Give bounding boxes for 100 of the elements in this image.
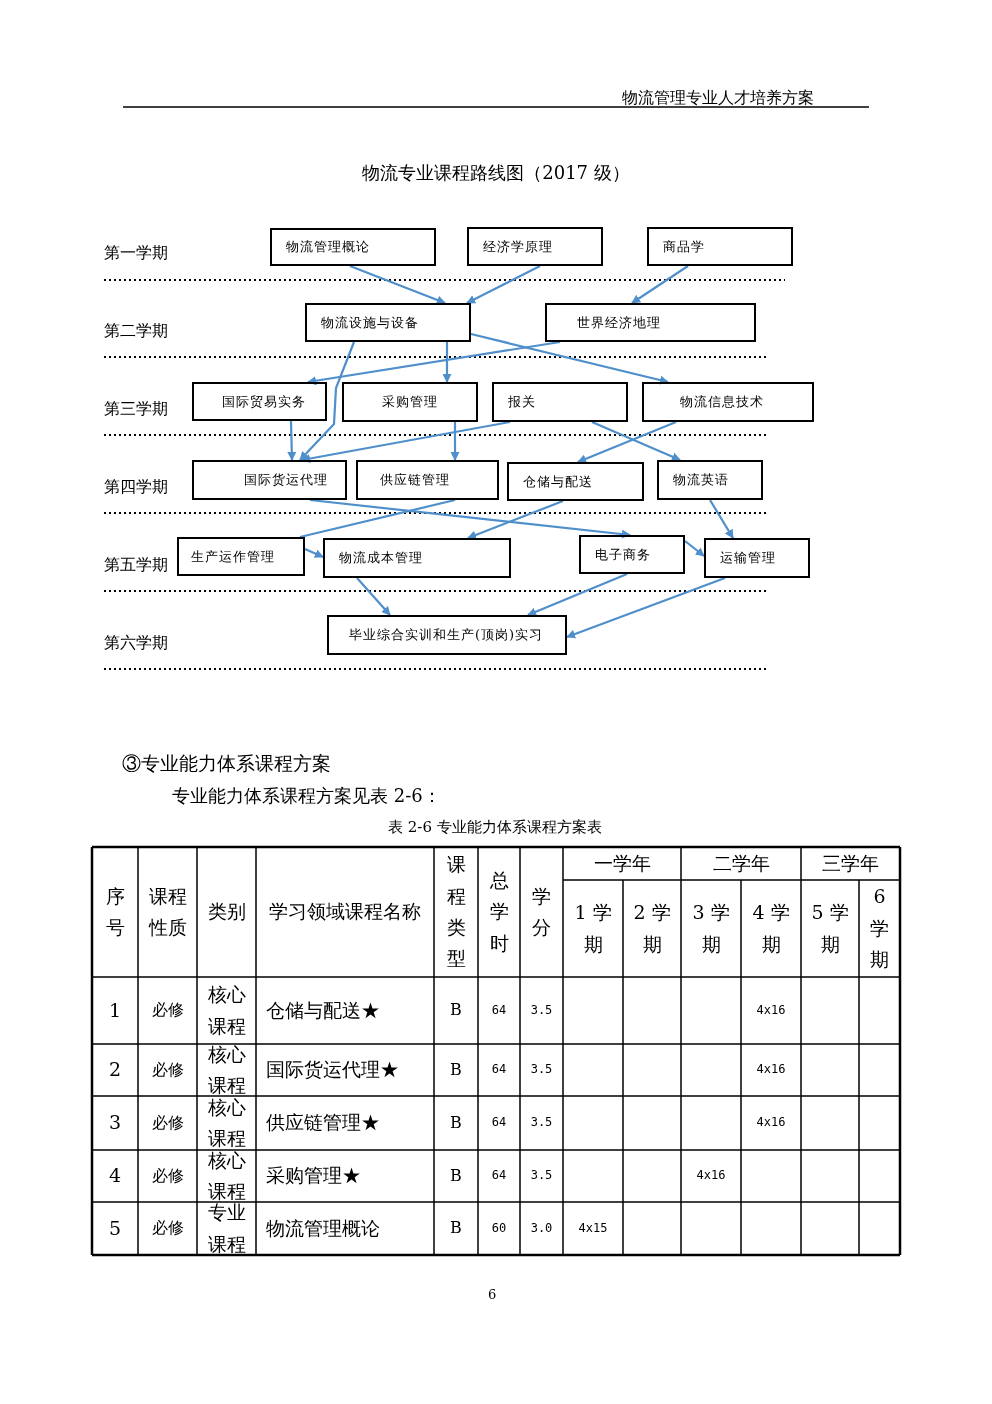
hours-value: 64 bbox=[490, 1061, 508, 1079]
header-text: 6 学期 bbox=[869, 884, 890, 973]
header-text: 2 学期 bbox=[632, 900, 672, 957]
header-text: 学分 bbox=[531, 883, 552, 940]
course-box: 物流设施与设备 bbox=[305, 303, 471, 342]
course-name: 物流管理概论 bbox=[265, 1215, 381, 1241]
course-category: 核心课程 bbox=[206, 1150, 247, 1202]
schedule-value: 4x16 bbox=[695, 1167, 727, 1185]
header-text: 4 学期 bbox=[751, 900, 791, 957]
course-box: 生产运作管理 bbox=[177, 537, 305, 576]
course-nature: 必修 bbox=[150, 1164, 185, 1187]
semester-label: 第二学期 bbox=[104, 321, 169, 342]
schedule-value: 4x15 bbox=[577, 1219, 609, 1237]
course-box: 报关 bbox=[492, 382, 628, 422]
row-number: 4 bbox=[107, 1163, 123, 1189]
schedule-value: 4x16 bbox=[755, 1114, 787, 1132]
course-nature: 必修 bbox=[150, 999, 185, 1022]
credit-value: 3.5 bbox=[529, 1001, 554, 1019]
arrow bbox=[467, 499, 564, 540]
schedule-value: 4x16 bbox=[755, 1061, 787, 1079]
course-box: 电子商务 bbox=[579, 535, 685, 574]
course-box: 世界经济地理 bbox=[545, 303, 756, 342]
page-number: 6 bbox=[488, 1287, 498, 1304]
course-box: 物流英语 bbox=[657, 460, 763, 500]
course-box: 国际贸易实务 bbox=[192, 382, 327, 421]
row-number: 2 bbox=[107, 1057, 123, 1083]
row-number: 3 bbox=[107, 1110, 123, 1136]
course-type: B bbox=[449, 1164, 463, 1187]
hours-value: 60 bbox=[490, 1219, 508, 1237]
course-name: 国际货运代理★ bbox=[265, 1057, 400, 1083]
course-box: 运输管理 bbox=[704, 538, 810, 578]
course-category: 核心课程 bbox=[206, 982, 247, 1039]
diagram-title: 物流专业课程路线图（2017 级） bbox=[361, 162, 631, 185]
course-box: 经济学原理 bbox=[467, 227, 603, 266]
course-box: 采购管理 bbox=[342, 382, 478, 422]
course-type: B bbox=[449, 999, 463, 1022]
header-text: 序号 bbox=[104, 883, 126, 940]
course-type: B bbox=[449, 1217, 463, 1240]
header-text: 1 学期 bbox=[573, 900, 613, 957]
course-type: B bbox=[449, 1111, 463, 1134]
course-nature: 必修 bbox=[150, 1217, 185, 1240]
header-text: 总学时 bbox=[488, 868, 510, 956]
credit-value: 3.0 bbox=[529, 1219, 554, 1237]
course-box: 仓储与配送 bbox=[507, 462, 644, 501]
hours-value: 64 bbox=[490, 1167, 508, 1185]
arrow bbox=[466, 265, 541, 304]
header-text: 学习领域课程名称 bbox=[268, 899, 422, 925]
course-box: 毕业综合实训和生产(顶岗)实习 bbox=[327, 615, 567, 655]
semester-label: 第六学期 bbox=[104, 633, 169, 654]
course-name: 仓储与配送★ bbox=[265, 997, 381, 1023]
course-nature: 必修 bbox=[150, 1058, 185, 1081]
row-number: 5 bbox=[107, 1215, 123, 1241]
course-name: 采购管理★ bbox=[265, 1163, 362, 1189]
arrow bbox=[309, 498, 631, 539]
course-box: 物流信息技术 bbox=[642, 382, 814, 422]
section-heading: ③专业能力体系课程方案 bbox=[122, 752, 332, 776]
arrow bbox=[631, 265, 689, 304]
hours-value: 64 bbox=[490, 1001, 508, 1019]
header-text: 类别 bbox=[206, 899, 247, 925]
course-category: 核心课程 bbox=[206, 1044, 247, 1096]
arrow bbox=[304, 548, 324, 558]
schedule-value: 4x16 bbox=[755, 1001, 787, 1019]
header-text: 物流管理专业人才培养方案 bbox=[622, 88, 815, 109]
arrow bbox=[450, 422, 460, 461]
arrow bbox=[287, 420, 297, 461]
arrow bbox=[577, 421, 677, 464]
header-text: 三学年 bbox=[821, 850, 880, 876]
arrow bbox=[684, 540, 705, 557]
body-text: 专业能力体系课程方案见表 2-6： bbox=[172, 785, 442, 808]
credit-value: 3.5 bbox=[529, 1061, 554, 1079]
hours-value: 64 bbox=[490, 1114, 508, 1132]
credit-value: 3.5 bbox=[529, 1114, 554, 1132]
arrow bbox=[709, 499, 734, 539]
header-text: 课程类型 bbox=[445, 852, 467, 972]
course-nature: 必修 bbox=[150, 1111, 185, 1134]
course-box: 国际货运代理 bbox=[192, 460, 347, 500]
semester-label: 第三学期 bbox=[104, 399, 169, 420]
course-box: 商品学 bbox=[647, 227, 793, 266]
arrow bbox=[307, 340, 561, 386]
arrow bbox=[349, 264, 446, 305]
arrow bbox=[299, 341, 356, 461]
semester-label: 第四学期 bbox=[104, 477, 169, 498]
course-type: B bbox=[449, 1058, 463, 1081]
credit-value: 3.5 bbox=[529, 1167, 554, 1185]
semester-label: 第五学期 bbox=[104, 555, 169, 576]
table-caption: 表 2-6 专业能力体系课程方案表 bbox=[388, 818, 603, 838]
course-category: 专业课程 bbox=[206, 1202, 247, 1255]
course-box: 物流成本管理 bbox=[323, 538, 511, 578]
arrow bbox=[356, 577, 391, 616]
header-text: 课程性质 bbox=[147, 883, 188, 940]
row-number: 1 bbox=[107, 997, 123, 1023]
arrow bbox=[442, 342, 452, 383]
arrow bbox=[591, 421, 681, 461]
header-text: 3 学期 bbox=[691, 900, 731, 957]
course-name: 供应链管理★ bbox=[265, 1110, 381, 1136]
arrow bbox=[470, 332, 669, 385]
header-text: 一学年 bbox=[592, 850, 652, 876]
semester-label: 第一学期 bbox=[104, 243, 169, 264]
arrow bbox=[301, 420, 511, 463]
arrow bbox=[566, 576, 726, 639]
